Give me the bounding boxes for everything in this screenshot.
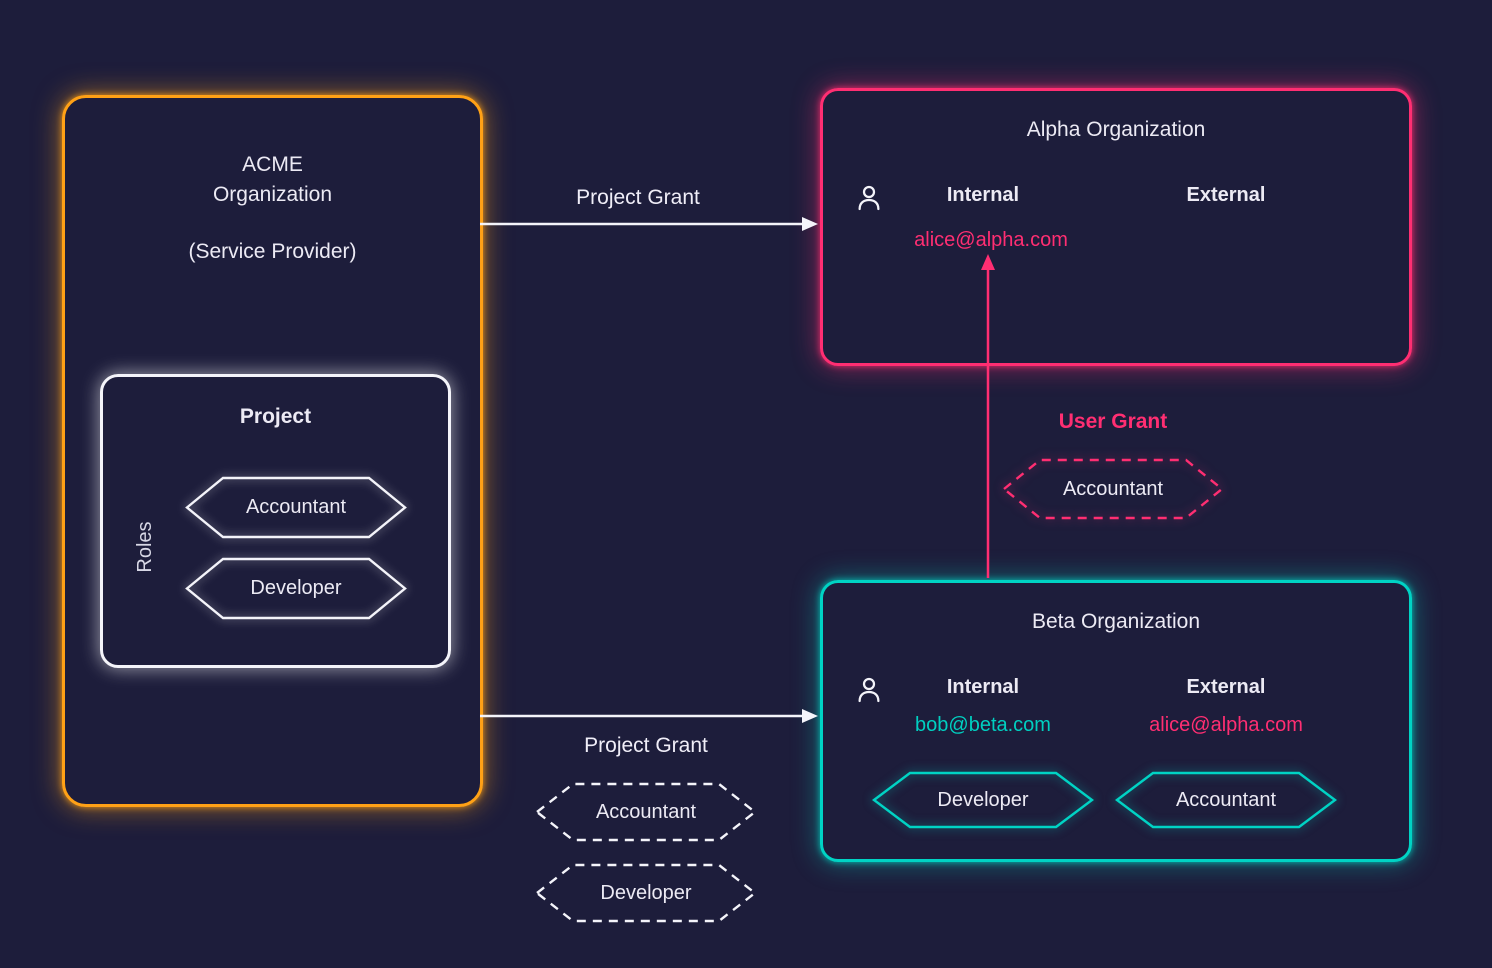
beta-org-title: Beta Organization <box>1031 610 1201 633</box>
hexagon-outline-icon <box>185 476 407 539</box>
project-grant-label-beta: Project Grant <box>584 734 708 757</box>
hexagon-outline-icon <box>185 557 407 620</box>
acme-org-title-line1: ACME <box>242 153 303 176</box>
hexagon-outline-icon <box>872 771 1094 829</box>
granted-role-label: Developer <box>600 881 692 904</box>
beta-external-role-hexagon: Accountant <box>1115 771 1337 829</box>
acme-org-title: ACME Organization <box>65 150 480 210</box>
project-role-label: Developer <box>250 577 342 599</box>
project-role-hexagon-developer: Developer <box>185 557 407 620</box>
beta-internal-member: bob@beta.com <box>915 714 1051 736</box>
granted-role-label: Accountant <box>595 800 697 823</box>
acme-org-title-line2: Organization <box>212 183 333 206</box>
beta-internal-header: Internal <box>946 676 1020 698</box>
user-grant-role-label: Accountant <box>1062 477 1164 500</box>
project-grant-label-alpha: Project Grant <box>576 186 700 209</box>
beta-org-box: Beta Organization Internal External bob@… <box>820 580 1412 862</box>
beta-external-header: External <box>1186 676 1266 698</box>
alpha-internal-member: alice@alpha.com <box>914 229 1068 251</box>
project-role-label: Accountant <box>245 496 347 518</box>
alpha-org-box: Alpha Organization Internal External ali… <box>820 88 1412 366</box>
alpha-internal-header: Internal <box>946 184 1020 206</box>
hexagon-outline-icon <box>1115 771 1337 829</box>
alpha-org-title: Alpha Organization <box>1026 118 1206 141</box>
roles-axis-label: Roles <box>134 521 156 573</box>
alpha-external-header: External <box>1186 184 1266 206</box>
project-title: Project <box>239 405 312 428</box>
granted-role-hexagon-accountant: Accountant <box>535 782 757 842</box>
beta-internal-role-label: Developer <box>937 788 1029 811</box>
acme-org-box: ACME Organization (Service Provider) Pro… <box>62 95 483 807</box>
project-role-hexagon-accountant: Accountant <box>185 476 407 539</box>
beta-external-role-label: Accountant <box>1175 788 1277 811</box>
user-grant-label: User Grant <box>1058 410 1168 433</box>
person-icon <box>854 675 884 705</box>
beta-external-member: alice@alpha.com <box>1149 714 1303 736</box>
acme-org-subtitle: (Service Provider) <box>188 240 357 263</box>
user-grant-role-hexagon: Accountant <box>1002 458 1224 520</box>
project-box: Project Roles Accountant Developer <box>100 374 451 668</box>
granted-role-hexagon-developer: Developer <box>535 863 757 923</box>
person-icon <box>854 183 884 213</box>
beta-internal-role-hexagon: Developer <box>872 771 1094 829</box>
